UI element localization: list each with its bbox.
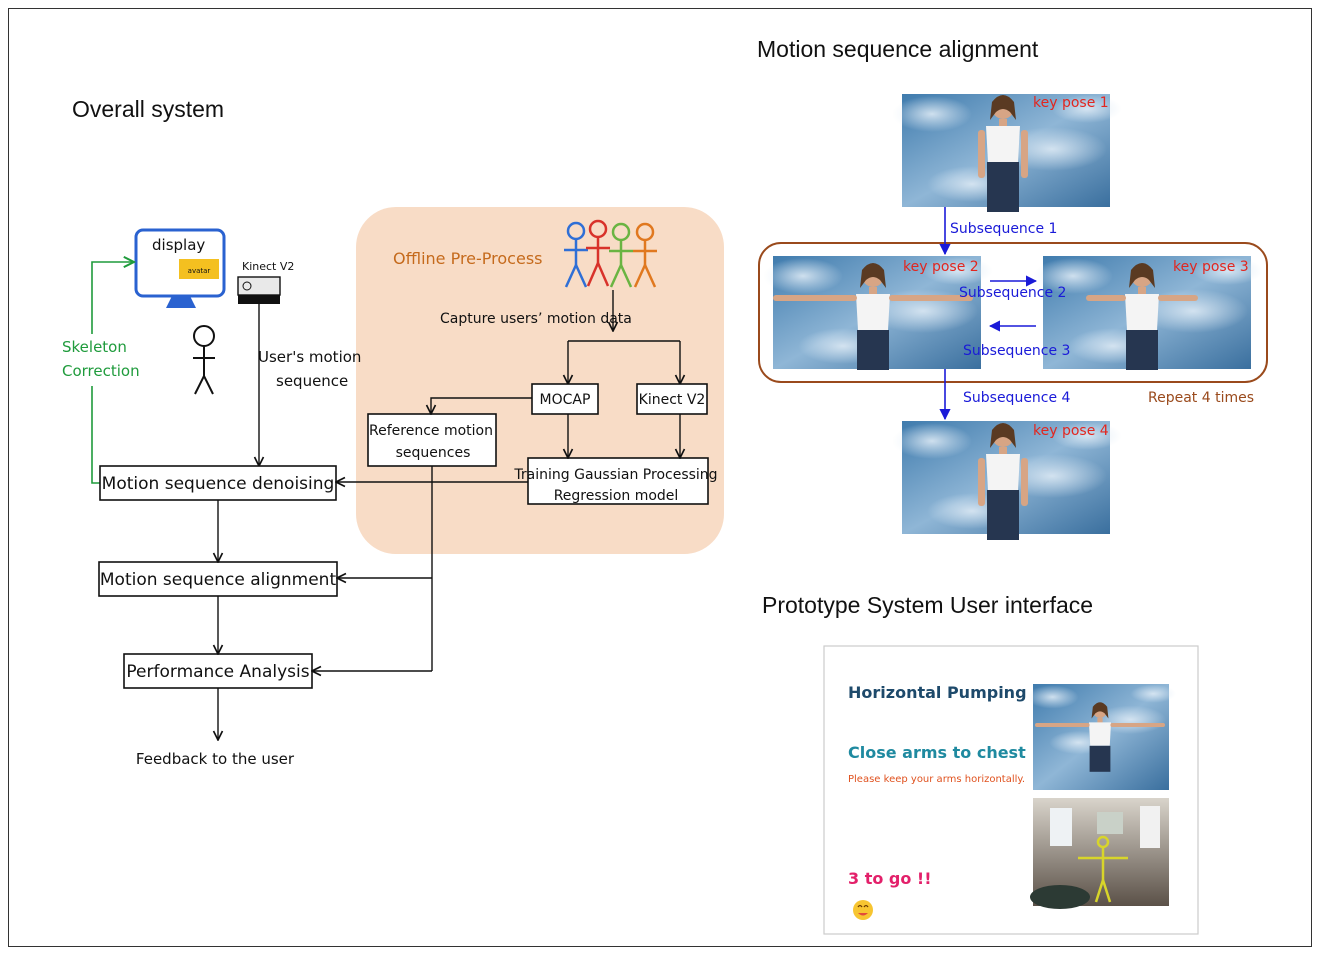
hint-text: Please keep your arms horizontally. bbox=[848, 774, 1025, 785]
mocap-label: MOCAP bbox=[540, 392, 591, 408]
reference-label-2: sequences bbox=[396, 445, 471, 461]
mocap-to-reference-arrow bbox=[431, 397, 532, 414]
user-stick-figure-icon bbox=[193, 325, 215, 395]
figure-frame bbox=[8, 8, 1312, 947]
kinect-device-label: Kinect V2 bbox=[242, 260, 294, 273]
avatar-preview-image bbox=[1026, 684, 1176, 790]
repeat-loop-border bbox=[758, 242, 1268, 383]
kinect-box-label: Kinect V2 bbox=[639, 392, 706, 408]
user-motion-label-2: sequence bbox=[276, 372, 348, 390]
kinect-box bbox=[636, 383, 708, 415]
key-pose-4-image bbox=[892, 421, 1122, 540]
avatar-label: avatar bbox=[188, 267, 211, 275]
performance-analysis-label: Performance Analysis bbox=[126, 662, 309, 682]
mocap-box bbox=[531, 383, 599, 415]
key-pose-1-image bbox=[892, 94, 1122, 212]
key-pose-2-image bbox=[763, 256, 993, 370]
exercise-title: Horizontal Pumping bbox=[848, 683, 1027, 702]
display-label: display bbox=[152, 236, 205, 254]
subsequence-4-label: Subsequence 4 bbox=[963, 390, 1071, 406]
training-label-2: Regression model bbox=[554, 488, 679, 504]
feedback-label: Feedback to the user bbox=[136, 750, 295, 768]
training-gpr-box bbox=[527, 457, 709, 505]
key-pose-1-label: key pose 1 bbox=[1033, 95, 1109, 111]
instruction-text: Close arms to chest bbox=[848, 743, 1026, 762]
camera-feed-image bbox=[1030, 798, 1169, 909]
offline-preprocess-label: Offline Pre-Process bbox=[393, 249, 542, 268]
subsequence-3-label: Subsequence 3 bbox=[963, 343, 1070, 359]
skeleton-correction-label-1: Skeleton bbox=[62, 338, 127, 356]
repeat-label: Repeat 4 times bbox=[1148, 390, 1254, 406]
alignment-label: Motion sequence alignment bbox=[100, 570, 337, 590]
training-label-1: Training Gaussian Processing bbox=[513, 467, 717, 483]
key-pose-4-label: key pose 4 bbox=[1033, 423, 1109, 439]
skeleton-correction-line-lower bbox=[91, 386, 100, 484]
kinect-sensor-icon bbox=[237, 276, 281, 304]
counter-text: 3 to go !! bbox=[848, 869, 932, 888]
heading-overall-system: Overall system bbox=[72, 96, 224, 122]
heading-motion-sequence-alignment: Motion sequence alignment bbox=[757, 36, 1039, 62]
key-pose-3-label: key pose 3 bbox=[1173, 259, 1249, 275]
user-motion-label-1: User's motion bbox=[258, 348, 361, 366]
subsequence-1-label: Subsequence 1 bbox=[950, 221, 1057, 237]
smiley-emoji-icon bbox=[853, 900, 873, 920]
reference-label-1: Reference motion bbox=[369, 423, 493, 439]
subsequence-2-label: Subsequence 2 bbox=[959, 285, 1066, 301]
key-pose-2-label: key pose 2 bbox=[903, 259, 979, 275]
heading-prototype-ui: Prototype System User interface bbox=[762, 592, 1093, 618]
users-stick-figures-icon bbox=[564, 219, 657, 288]
skeleton-correction-label-2: Correction bbox=[62, 362, 140, 380]
key-pose-3-image bbox=[1033, 256, 1263, 370]
display-monitor-icon bbox=[134, 228, 226, 308]
skeleton-correction-arrow bbox=[91, 262, 134, 334]
denoising-label: Motion sequence denoising bbox=[102, 474, 335, 494]
capture-label: Capture users’ motion data bbox=[440, 311, 632, 327]
